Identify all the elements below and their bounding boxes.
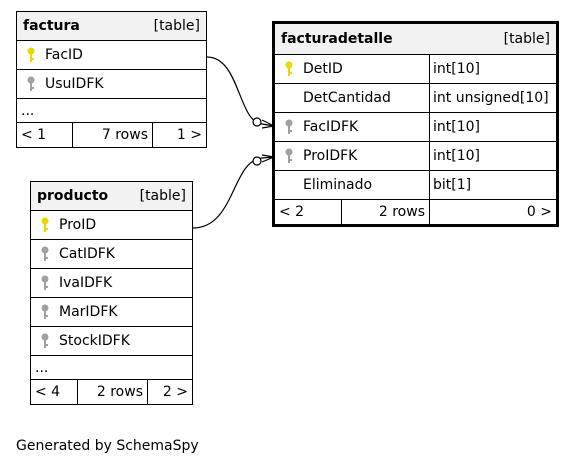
edge-producto-facturadetalle [192, 157, 263, 229]
column-name: MarIDFK [59, 304, 118, 320]
children-count[interactable]: 2 > [147, 380, 192, 404]
column-type: int[10] [429, 142, 480, 170]
column-row: UsuIDFK [17, 70, 206, 99]
column-row: StockIDFK [31, 327, 192, 356]
column-row: DetCantidad int unsigned[10] [275, 84, 556, 113]
column-row: DetID int[10] [275, 55, 556, 84]
more-columns: ... [31, 356, 192, 380]
table-name: producto [37, 188, 109, 204]
foreign-key-icon [35, 275, 55, 291]
column-name: IvaIDFK [59, 275, 113, 291]
edge-factura-facturadetalle [206, 56, 263, 125]
table-producto[interactable]: producto [table] ProID CatIDFK IvaIDFK [30, 181, 193, 405]
column-name: CatIDFK [59, 246, 115, 262]
parents-count[interactable]: < 1 [21, 127, 47, 143]
column-name: Eliminado [303, 177, 373, 193]
row-count: 2 rows [77, 380, 147, 404]
table-header: producto [table] [31, 182, 192, 211]
column-name: StockIDFK [59, 333, 130, 349]
edge-optional-marker [252, 117, 262, 127]
column-row: ProIDFK int[10] [275, 142, 556, 171]
table-header: facturadetalle [table] [275, 24, 556, 55]
table-factura[interactable]: factura [table] FacID UsuIDFK ... < 1 7 … [16, 11, 207, 148]
parents-count[interactable]: < 2 [279, 204, 305, 220]
table-kind: [table] [139, 188, 186, 204]
primary-key-icon [35, 217, 55, 233]
column-row: FacID [17, 41, 206, 70]
column-row: Eliminado bit[1] [275, 171, 556, 200]
primary-key-icon [21, 47, 41, 63]
row-count: 7 rows [72, 123, 152, 147]
column-name: UsuIDFK [45, 76, 104, 92]
foreign-key-icon [279, 119, 299, 135]
table-footer: < 2 2 rows 0 > [275, 200, 556, 224]
column-row: CatIDFK [31, 240, 192, 269]
column-name: FacID [45, 47, 83, 63]
column-type: int unsigned[10] [429, 84, 549, 112]
column-row: IvaIDFK [31, 269, 192, 298]
column-type: bit[1] [429, 171, 471, 199]
foreign-key-icon [35, 304, 55, 320]
column-name: ProID [59, 217, 97, 233]
column-name: FacIDFK [303, 119, 359, 135]
generated-by-label: Generated by SchemaSpy [16, 438, 199, 454]
table-header: factura [table] [17, 12, 206, 41]
column-type: int[10] [429, 113, 480, 141]
foreign-key-icon [21, 76, 41, 92]
table-footer: < 1 7 rows 1 > [17, 123, 206, 147]
table-kind: [table] [503, 31, 550, 47]
more-columns: ... [17, 99, 206, 123]
column-row: MarIDFK [31, 298, 192, 327]
table-name: facturadetalle [281, 31, 393, 47]
table-kind: [table] [153, 18, 200, 34]
column-row: ProID [31, 211, 192, 240]
column-name: DetID [303, 61, 343, 77]
parents-count[interactable]: < 4 [35, 384, 61, 400]
column-type: int[10] [429, 55, 480, 83]
table-facturadetalle[interactable]: facturadetalle [table] DetID int[10] Det… [272, 21, 559, 227]
edge-optional-marker [252, 156, 262, 166]
table-name: factura [23, 18, 80, 34]
foreign-key-icon [35, 246, 55, 262]
column-name: ProIDFK [303, 148, 358, 164]
column-name: DetCantidad [303, 90, 391, 106]
children-count[interactable]: 1 > [152, 123, 206, 147]
foreign-key-icon [279, 148, 299, 164]
primary-key-icon [279, 61, 299, 77]
row-count: 2 rows [341, 200, 429, 224]
foreign-key-icon [35, 333, 55, 349]
table-footer: < 4 2 rows 2 > [31, 380, 192, 404]
column-row: FacIDFK int[10] [275, 113, 556, 142]
children-count[interactable]: 0 > [429, 200, 556, 224]
